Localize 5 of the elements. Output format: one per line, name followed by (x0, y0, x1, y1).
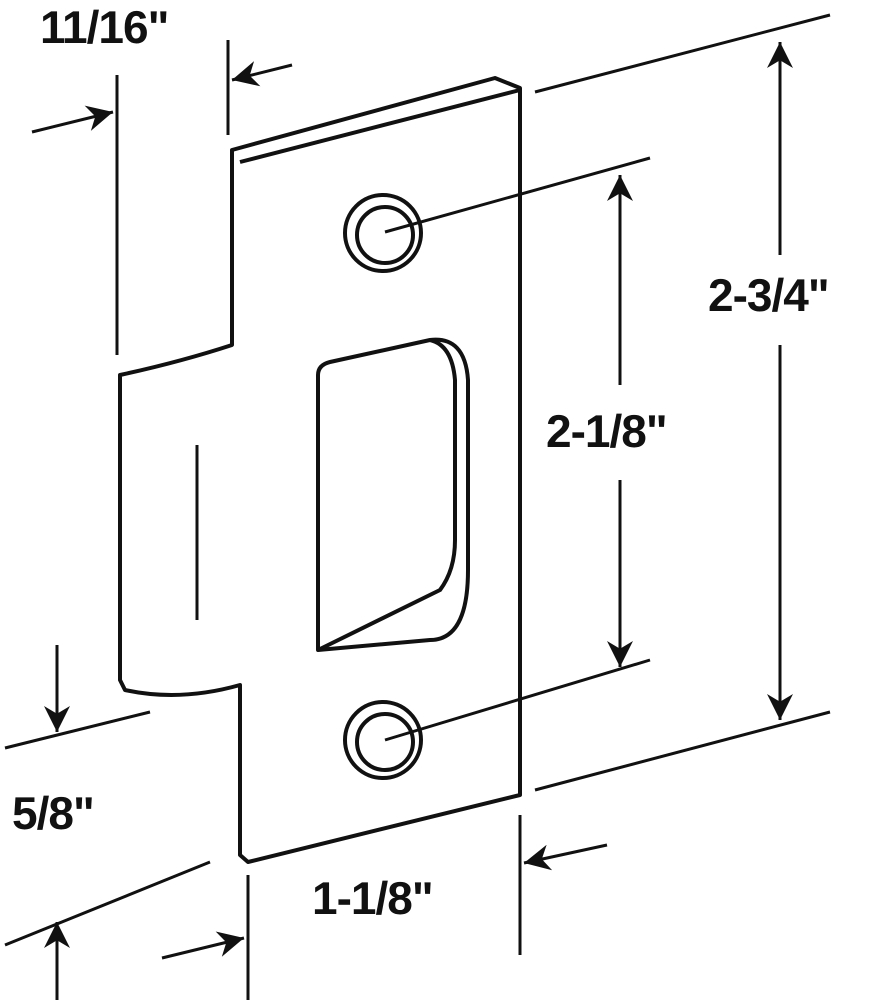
dimension-label: 11/16" (40, 4, 168, 50)
dimension-label: 1-1/8" (312, 875, 433, 921)
dimension-label: 2-1/8" (546, 408, 667, 454)
dimension-label: 2-3/4" (708, 272, 829, 318)
dimension-label: 5/8" (12, 790, 94, 836)
